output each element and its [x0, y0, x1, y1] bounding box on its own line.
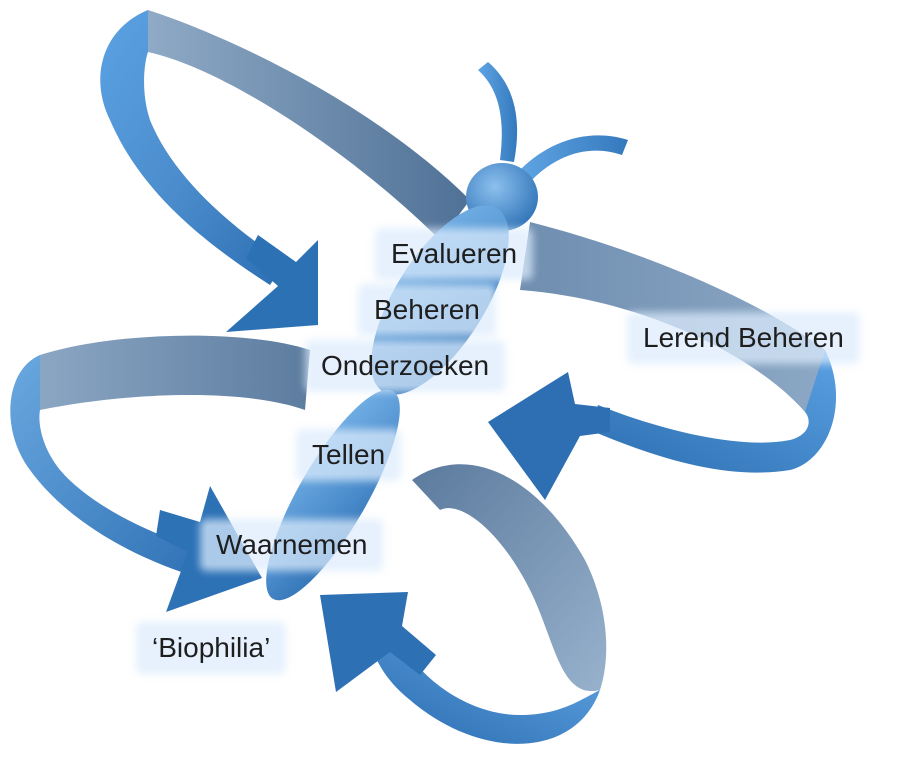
upper-left-wing-arrow	[100, 10, 470, 332]
label-onderzoeken: Onderzoeken	[311, 346, 500, 386]
butterfly-abdomen-icon	[266, 389, 400, 601]
right-ribbon-outer	[590, 350, 837, 473]
upper-left-ribbon-inner	[148, 10, 470, 240]
right-wing-arrow	[488, 222, 837, 500]
lower-right-arrow-head	[320, 592, 436, 692]
label-lerend-beheren: Lerend Beheren	[633, 318, 854, 358]
label-beheren: Beheren	[364, 290, 490, 330]
label-waarnemen: Waarnemen	[206, 525, 378, 565]
right-arrow-head	[488, 372, 610, 500]
right-ribbon-inner	[520, 222, 829, 412]
label-tellen: Tellen	[302, 435, 396, 475]
left-wing-arrow	[10, 335, 310, 612]
label-biophilia: ‘Biophilia’	[142, 628, 281, 668]
upper-left-arrow-head	[226, 235, 318, 332]
lower-right-ribbon-outer	[372, 640, 600, 744]
lower-right-wing-arrow	[320, 464, 607, 744]
antenna-right-icon	[520, 135, 628, 180]
antenna-left-icon	[478, 62, 518, 162]
label-evalueren: Evalueren	[381, 234, 528, 274]
lower-right-ribbon-inner	[412, 464, 607, 692]
left-ribbon-inner	[40, 335, 310, 410]
